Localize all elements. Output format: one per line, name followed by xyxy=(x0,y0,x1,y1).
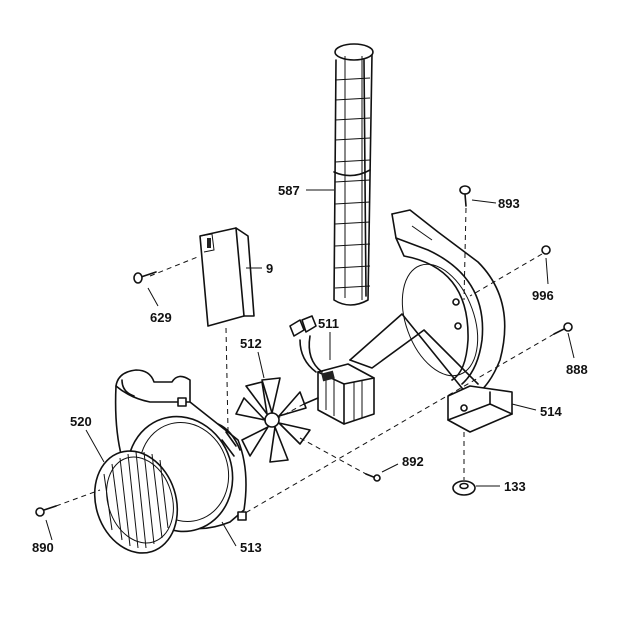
bracket-9 xyxy=(199,227,255,327)
heating-element-587 xyxy=(333,43,374,306)
label-996: 996 xyxy=(532,288,554,303)
label-514: 514 xyxy=(540,404,562,419)
label-629: 629 xyxy=(150,310,172,325)
screw-629 xyxy=(133,271,157,284)
label-890: 890 xyxy=(32,540,54,555)
label-892: 892 xyxy=(402,454,424,469)
label-511: 511 xyxy=(318,316,339,331)
fan-blade-512 xyxy=(235,377,311,463)
label-512: 512 xyxy=(240,336,262,351)
nut-996 xyxy=(541,245,551,255)
grille-520 xyxy=(93,450,179,554)
screw-890 xyxy=(35,505,57,517)
mounting-bracket-514 xyxy=(349,209,513,433)
screw-888 xyxy=(553,322,573,335)
label-9: 9 xyxy=(266,261,273,276)
screw-892 xyxy=(365,473,381,482)
motor-511 xyxy=(277,315,375,425)
label-520: 520 xyxy=(70,414,92,429)
label-513: 513 xyxy=(240,540,262,555)
label-893: 893 xyxy=(498,196,520,211)
screw-893 xyxy=(459,185,471,207)
label-133: 133 xyxy=(504,479,526,494)
washer-133 xyxy=(452,480,476,496)
label-587: 587 xyxy=(278,183,300,198)
label-888: 888 xyxy=(566,362,588,377)
